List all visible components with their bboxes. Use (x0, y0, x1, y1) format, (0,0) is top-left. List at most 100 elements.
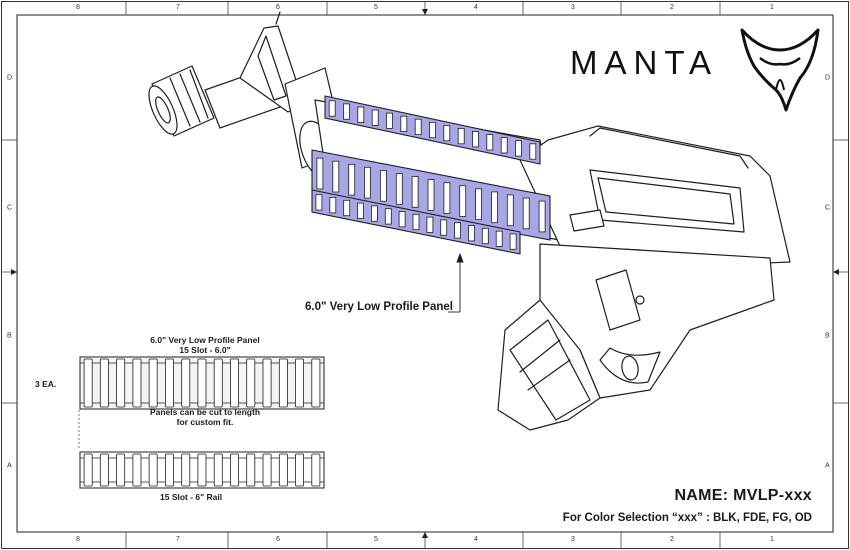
detail-slot (181, 453, 191, 487)
callout-leader (448, 252, 464, 313)
panel-slot (500, 137, 508, 154)
panel-slot (475, 188, 483, 221)
rail-detail-view (79, 451, 325, 489)
detail-slot (116, 453, 126, 487)
detail-slot (132, 358, 142, 408)
panel-slot (506, 194, 514, 227)
zone-top-2: 2 (670, 4, 674, 11)
detail-slot (262, 453, 272, 487)
zone-right-A: A (825, 462, 830, 470)
detail-slot (213, 453, 223, 487)
panel-slot (427, 179, 435, 211)
manta-logo-icon (740, 28, 820, 112)
cut-note-line1: Panels can be cut to length (149, 407, 261, 417)
panel-slot (370, 205, 378, 222)
panel-slot (495, 230, 503, 247)
cut-note: Panels can be cut to length for custom f… (130, 407, 280, 427)
zone-left-A: A (7, 462, 12, 470)
panel-slot (509, 233, 517, 250)
detail-slot (311, 358, 321, 408)
panel-slot (328, 100, 336, 117)
zone-bottom-8: 8 (76, 536, 80, 543)
panel-slot (412, 213, 420, 231)
detail-slot (246, 358, 256, 408)
panel-slot (429, 121, 436, 139)
panel-slot (343, 103, 350, 120)
detail-slot (148, 358, 158, 408)
cut-note-line2: for custom fit. (176, 417, 234, 427)
panel-slot (468, 225, 475, 242)
panel-slot (379, 169, 387, 202)
detail-slot (295, 358, 305, 408)
center-arrow-top (422, 9, 428, 15)
center-arrow-left (11, 269, 17, 275)
panel-slot (529, 143, 537, 160)
detail-slot (295, 453, 305, 487)
panel-slot (486, 134, 494, 151)
zone-right-C: C (825, 204, 831, 212)
zone-bottom-5: 5 (374, 536, 378, 543)
panel-slot (395, 173, 403, 205)
zone-bottom-3: 3 (571, 536, 575, 543)
detail-slot (278, 453, 288, 487)
flash-hider (148, 65, 215, 137)
panel-slot (522, 197, 530, 230)
panel-slot (316, 157, 324, 190)
zone-left-C: C (7, 204, 13, 212)
detail-slot (181, 358, 191, 408)
panel-middle (311, 149, 551, 241)
panel-slot (454, 222, 462, 239)
detail-slot (83, 453, 93, 487)
panel-slot (457, 127, 465, 145)
zone-top-8: 8 (76, 4, 80, 11)
panel-slot (364, 166, 371, 199)
panel-slot (472, 131, 479, 148)
detail-slot (99, 358, 109, 408)
panel-slot (357, 106, 365, 123)
panel-callout-label: 6.0" Very Low Profile Panel (305, 301, 453, 313)
zone-left-B: B (7, 332, 12, 340)
zone-top-4: 4 (474, 4, 478, 11)
panel-slot (443, 125, 451, 142)
zone-right-D: D (825, 74, 831, 82)
detail-slot (116, 358, 126, 408)
panel-slot (414, 118, 422, 135)
detail-slot (197, 358, 207, 408)
part-name: NAME: MVLP-xxx (674, 487, 812, 504)
detail-slot (164, 358, 174, 408)
detail-slot (213, 358, 223, 408)
panel-slot (386, 112, 393, 129)
panel-slot (384, 208, 392, 225)
zone-bottom-6: 6 (276, 536, 280, 543)
panel-slot (538, 200, 546, 233)
panel-detail-view (79, 356, 325, 410)
panel-slot (400, 115, 408, 132)
detail-slot (230, 453, 240, 487)
zone-right-B: B (825, 332, 830, 340)
panel-slot (343, 199, 351, 217)
detail-slot (99, 453, 109, 487)
detail-slot (230, 358, 240, 408)
panel-slot (426, 216, 434, 233)
panel-bottom (311, 189, 521, 255)
panel-slot (315, 194, 323, 211)
detail-slot (278, 358, 288, 408)
zone-bottom-7: 7 (176, 536, 180, 543)
detail-title-line1: 6.0" Very Low Profile Panel (150, 335, 260, 345)
detail-slot (246, 453, 256, 487)
detail-slot (132, 453, 142, 487)
detail-slot (148, 453, 158, 487)
panel-slot (398, 211, 406, 228)
panel-slot (440, 219, 448, 236)
zone-top-6: 6 (276, 4, 280, 11)
detail-title-line2: 15 Slot - 6.0" (179, 345, 231, 355)
detail-slot (311, 453, 321, 487)
panel-slot (411, 176, 419, 208)
zone-top-5: 5 (374, 4, 378, 11)
panel-top (324, 95, 541, 165)
panel-slot (371, 109, 379, 126)
center-arrow-right (833, 269, 839, 275)
detail-slot (83, 358, 93, 408)
color-selection: For Color Selection “xxx” : BLK, FDE, FG… (562, 512, 812, 524)
